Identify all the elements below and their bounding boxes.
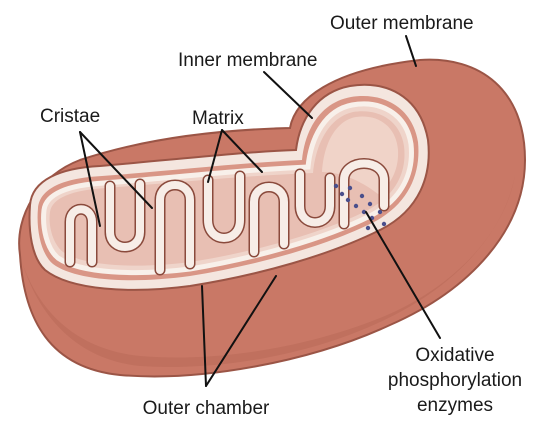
mitochondrion-body [18, 58, 527, 378]
label-oxidative-line1: Oxidative [415, 345, 494, 366]
oxidative-phosphorylation-enzymes [333, 183, 387, 231]
label-inner-membrane: Inner membrane [178, 50, 317, 71]
leader-oxidative [365, 211, 441, 339]
label-outer-membrane: Outer membrane [330, 13, 474, 34]
leader-cristae-a [79, 131, 101, 227]
label-cristae: Cristae [40, 106, 100, 127]
cristae-folds [64, 158, 390, 276]
leader-cristae-b [79, 131, 153, 209]
leader-outer-chamber-a [201, 285, 207, 387]
label-outer-chamber: Outer chamber [143, 398, 270, 419]
leader-outer-membrane [405, 35, 417, 67]
labels: Outer membrane Inner membrane Cristae Ma… [40, 13, 522, 419]
leader-lines [79, 35, 441, 387]
label-oxidative-line2: phosphorylation [388, 370, 522, 391]
label-oxidative-line3: enzymes [417, 395, 493, 416]
leader-inner-membrane [263, 71, 313, 119]
leader-matrix-a [207, 129, 223, 183]
label-matrix: Matrix [192, 108, 244, 129]
leader-matrix-b [221, 129, 263, 173]
leader-outer-chamber-b [205, 275, 277, 387]
